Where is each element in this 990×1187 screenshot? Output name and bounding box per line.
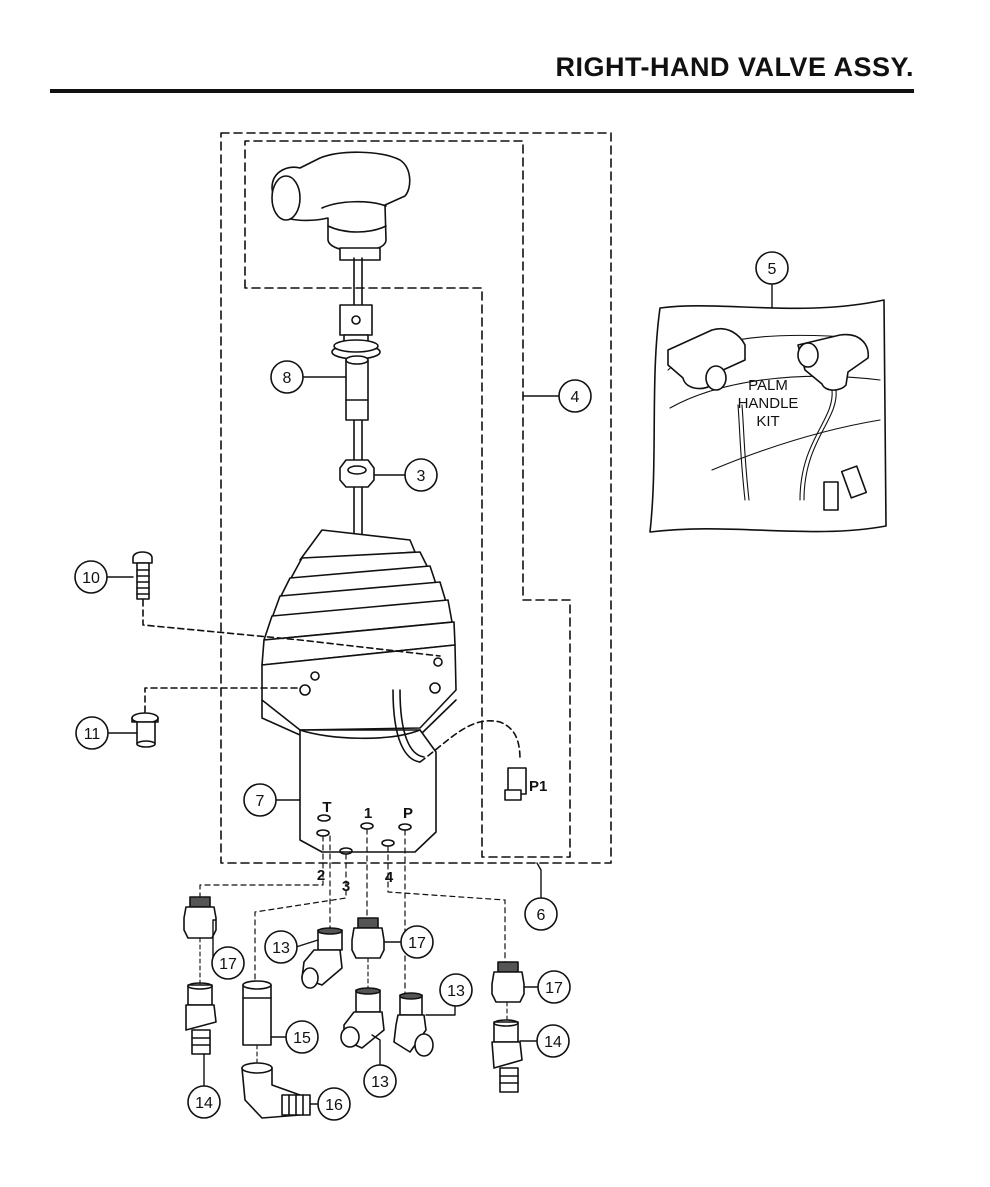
elbow-13-right	[393, 992, 434, 1057]
elbow-13-upper	[301, 927, 343, 989]
nut-part-3	[339, 459, 375, 488]
bushing-11-leader	[144, 687, 301, 713]
callout-17-right-text: 17	[545, 980, 563, 997]
callout-13-center: 13	[363, 1064, 397, 1098]
callout-3-text: 3	[417, 468, 426, 485]
callout-17-center-text: 17	[408, 935, 426, 952]
port-t-label: T	[322, 799, 331, 816]
callout-13-upper: 13	[264, 930, 298, 964]
connector-p1-label: P1	[529, 778, 547, 795]
check-valve-15	[242, 980, 272, 1066]
callout-14-left-text: 14	[195, 1095, 213, 1112]
port-leaders	[199, 828, 506, 996]
callout-4-text: 4	[571, 389, 580, 406]
callout-17-right: 17	[537, 970, 571, 1004]
callout-16-text: 16	[325, 1097, 343, 1114]
callout-16: 16	[317, 1087, 351, 1121]
callout-7-text: 7	[256, 793, 265, 810]
kit-label-line-2: HANDLE	[738, 395, 799, 412]
port-4-label: 4	[385, 869, 394, 886]
callout-10: 10	[74, 560, 108, 594]
port-3-label: 3	[342, 878, 350, 895]
adapter-17-right	[491, 961, 525, 1023]
title-rule	[50, 89, 914, 93]
callout-8-text: 8	[283, 370, 292, 387]
callout-5-text: 5	[768, 261, 777, 278]
callout-14-right-text: 14	[544, 1034, 562, 1051]
elbow-13-center	[340, 987, 385, 1049]
callout-17-center: 17	[400, 925, 434, 959]
page-title: RIGHT-HAND VALVE ASSY.	[555, 52, 914, 82]
screw-part-10	[132, 551, 153, 600]
elbow-16	[241, 1062, 311, 1119]
port-1-label: 1	[364, 805, 372, 822]
callout-4: 4	[558, 379, 592, 413]
elbow-14-left	[185, 982, 217, 1055]
callout-11-text: 11	[84, 726, 101, 743]
callout-13-center-text: 13	[371, 1074, 389, 1091]
adapter-17-left	[183, 896, 217, 986]
callout-15: 15	[285, 1020, 319, 1054]
kit-label-line-3: KIT	[756, 413, 779, 430]
callout-17-left-text: 17	[219, 956, 237, 973]
assembly-boundary-4	[244, 140, 571, 858]
elbow-14-right	[491, 1019, 523, 1093]
bushing-part-11	[131, 712, 159, 748]
callout-13-right-text: 13	[447, 983, 465, 1000]
port-p-label: P	[403, 805, 413, 822]
callout-14-left: 14	[187, 1085, 221, 1119]
callout-8: 8	[270, 360, 304, 394]
rubber-boot	[261, 529, 456, 666]
palm-handle	[271, 151, 411, 261]
callout-10-text: 10	[82, 570, 100, 587]
callout-6: 6	[524, 897, 558, 931]
callout-6-text: 6	[537, 907, 546, 924]
callout-13-right: 13	[439, 973, 473, 1007]
callout-13-upper-text: 13	[272, 940, 290, 957]
callout-leaders	[105, 282, 773, 1105]
port-2-label: 2	[317, 867, 325, 884]
adapter-17-center	[351, 917, 385, 991]
palm-handle-kit-inset	[649, 299, 887, 533]
screw-10-leader	[142, 599, 441, 657]
callout-5: 5	[755, 251, 789, 285]
callout-15-text: 15	[293, 1030, 311, 1047]
plunger-part-8	[345, 355, 369, 421]
assembly-boundary-6	[220, 132, 612, 864]
callout-11: 11	[75, 716, 109, 750]
kit-label-line-1: PALM	[748, 377, 788, 394]
callout-7: 7	[243, 783, 277, 817]
mounting-plate	[261, 644, 457, 736]
callout-3: 3	[404, 458, 438, 492]
valve-body-7	[299, 729, 437, 855]
callout-14-right: 14	[536, 1024, 570, 1058]
shaft-coupler	[331, 304, 381, 360]
wire-harness	[392, 689, 521, 763]
p1-connector	[504, 767, 527, 801]
callout-17-left: 17	[211, 946, 245, 980]
